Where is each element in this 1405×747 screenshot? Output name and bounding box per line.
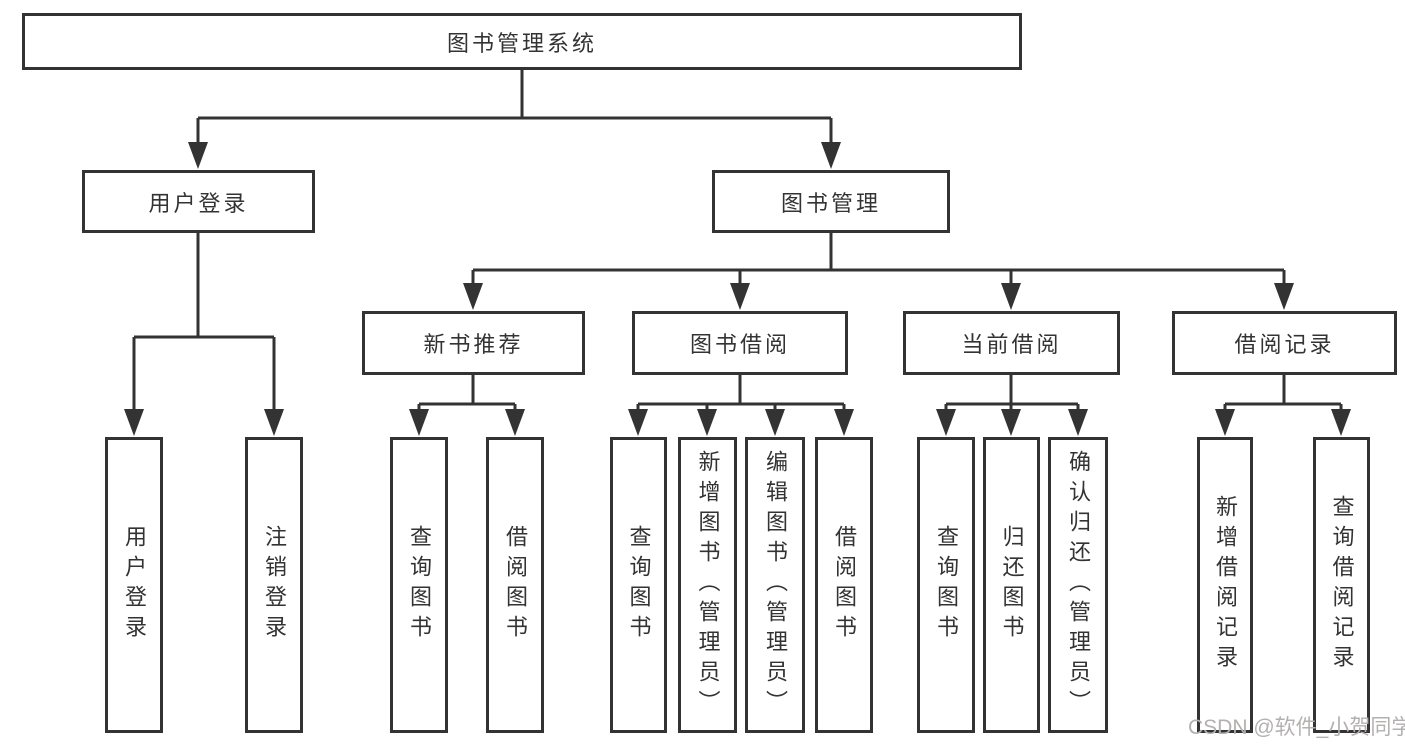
leaf-return-book-label: 归还图书 (999, 525, 1025, 645)
connector-stroke-paths (132, 70, 1343, 412)
leaf-confirm-return-admin-label: 确认归还（管理员） (1066, 450, 1091, 720)
node-borrow-record: 借阅记录 (1172, 311, 1397, 375)
leaf-borrow-query-book-label: 查询图书 (626, 525, 652, 645)
leaf-borrow-book: 借阅图书 (815, 437, 873, 733)
arrowhead-icons (124, 142, 1351, 436)
node-book-borrow-label: 图书借阅 (689, 332, 790, 357)
leaf-add-borrow-record-label: 新增借阅记录 (1213, 495, 1238, 675)
node-user-login: 用户登录 (82, 170, 315, 233)
leaf-add-borrow-record: 新增借阅记录 (1197, 437, 1253, 733)
node-root: 图书管理系统 (22, 13, 1022, 70)
leaf-user-login-label: 用户登录 (122, 525, 147, 645)
leaf-user-login: 用户登录 (105, 437, 163, 733)
leaf-borrow-query-book: 查询图书 (610, 437, 667, 733)
leaf-recommend-borrow-book: 借阅图书 (486, 437, 544, 733)
node-root-label: 图书管理系统 (446, 30, 597, 56)
leaf-query-borrow-record: 查询借阅记录 (1313, 437, 1370, 733)
node-borrow-record-label: 借阅记录 (1234, 332, 1335, 357)
leaf-logout: 注销登录 (245, 437, 303, 733)
node-user-login-label: 用户登录 (148, 190, 249, 216)
leaf-query-borrow-record-label: 查询借阅记录 (1329, 495, 1355, 675)
node-current-borrow: 当前借阅 (903, 311, 1120, 375)
leaf-recommend-query-book: 查询图书 (390, 437, 448, 733)
leaf-edit-book-admin-label: 编辑图书（管理员） (763, 450, 788, 720)
leaf-add-book-admin-label: 新增图书（管理员） (695, 450, 721, 720)
node-new-book-recommend-label: 新书推荐 (423, 332, 524, 357)
node-current-borrow-label: 当前借阅 (961, 332, 1062, 357)
leaf-confirm-return-admin: 确认归还（管理员） (1048, 437, 1108, 733)
leaf-return-book: 归还图书 (983, 437, 1040, 733)
node-book-management-label: 图书管理 (780, 190, 881, 216)
leaf-borrow-book-label: 借阅图书 (832, 525, 857, 645)
leaf-edit-book-admin: 编辑图书（管理员） (745, 437, 805, 733)
node-book-borrow: 图书借阅 (632, 311, 848, 375)
watermark: CSDN @软件_小贺同学 (1188, 716, 1405, 739)
leaf-current-query-book-label: 查询图书 (934, 525, 959, 645)
leaf-add-book-admin: 新增图书（管理员） (678, 437, 737, 733)
leaf-current-query-book: 查询图书 (917, 437, 975, 733)
leaf-logout-label: 注销登录 (262, 525, 287, 645)
leaf-recommend-query-book-label: 查询图书 (407, 525, 432, 645)
leaf-recommend-borrow-book-label: 借阅图书 (503, 525, 528, 645)
node-new-book-recommend: 新书推荐 (362, 311, 585, 375)
node-book-management: 图书管理 (712, 170, 950, 233)
